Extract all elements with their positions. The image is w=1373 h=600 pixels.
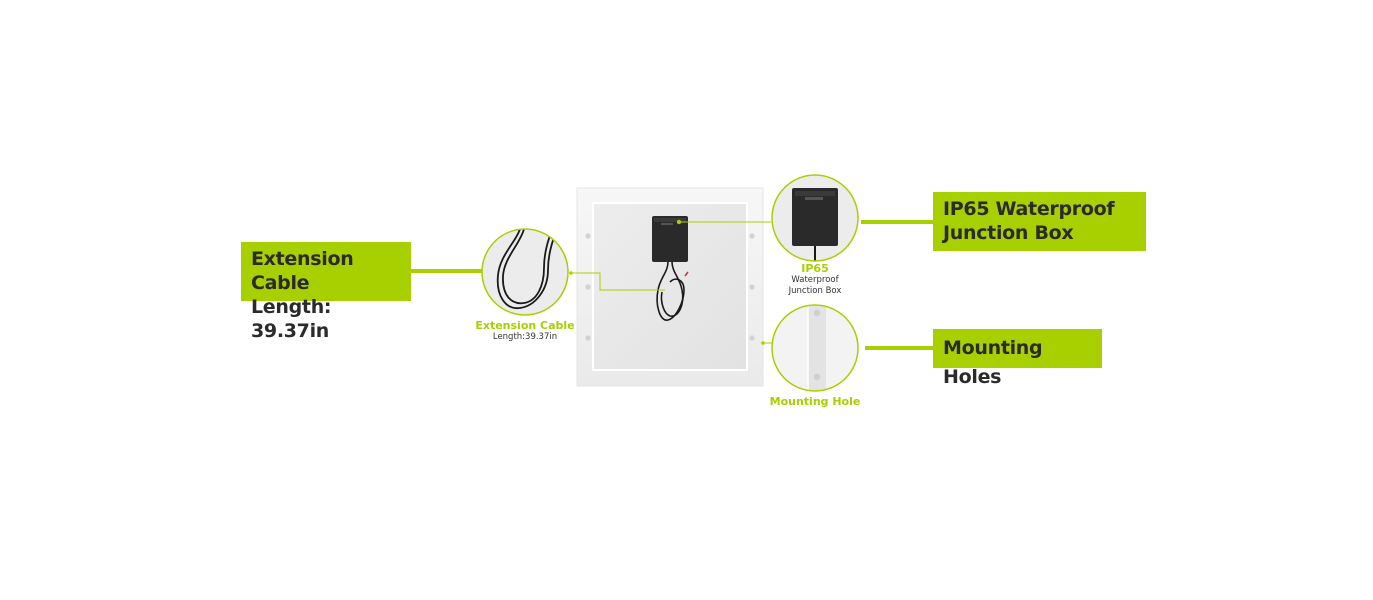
label-junction-box-line1: IP65 Waterproof: [943, 198, 1115, 220]
label-mounting-holes-text: Mounting Holes: [943, 337, 1043, 388]
zoom-circle-extension-cable: [481, 228, 569, 316]
caption-junction-box: IP65 Waterproof Junction Box: [765, 262, 865, 297]
mounting-hole-right-bottom: [749, 335, 755, 341]
caption-junction-box-sub2: Junction Box: [788, 286, 842, 296]
label-extension-cable-line2: Length: 39.37in: [251, 296, 332, 342]
mounting-hole-left-top: [585, 233, 591, 239]
caption-mounting-hole: Mounting Hole: [760, 395, 870, 408]
caption-mounting-hole-title: Mounting Hole: [769, 395, 861, 408]
coiled-cable-icon: [656, 261, 689, 321]
mounting-hole-right-mid: [749, 284, 755, 290]
caption-extension-cable-title: Extension Cable: [475, 319, 575, 332]
mounting-hole-left-bottom: [585, 335, 591, 341]
caption-junction-box-title: IP65: [801, 262, 829, 275]
caption-extension-cable: Extension Cable Length:39.37in: [463, 319, 587, 343]
zoom-circle-mounting-hole: [771, 304, 859, 392]
caption-extension-cable-sub: Length:39.37in: [492, 332, 558, 342]
label-junction-box: IP65 Waterproof Junction Box: [933, 192, 1146, 251]
label-mounting-holes: Mounting Holes: [933, 329, 1102, 388]
mounting-hole-right-top: [749, 233, 755, 239]
mounting-hole-left-mid: [585, 284, 591, 290]
caption-junction-box-sub1: Waterproof: [791, 275, 839, 285]
zoom-circle-junction-box: [771, 174, 859, 262]
junction-box-icon: [652, 216, 688, 262]
label-junction-box-line2: Junction Box: [943, 222, 1074, 244]
callout-lines: [410, 219, 933, 350]
label-extension-cable: Extension Cable Length: 39.37in: [241, 242, 411, 342]
label-extension-cable-line1: Extension Cable: [251, 248, 354, 294]
